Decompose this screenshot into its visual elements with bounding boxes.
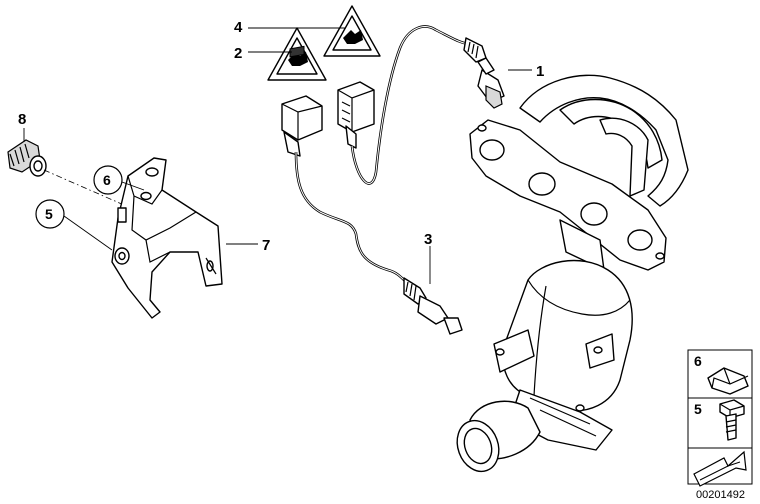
clip-part-8: [7, 139, 47, 177]
svg-text:5: 5: [45, 206, 53, 222]
bolt-icon: [719, 399, 745, 441]
warning-triangle-right: [323, 5, 381, 57]
callout-1: 1: [536, 63, 544, 80]
callout-3: 3: [424, 231, 432, 248]
connector-plug-2: [281, 45, 323, 157]
oxygen-sensor-3: [403, 277, 463, 335]
connector-plug-4: [337, 81, 375, 149]
callout-8: 8: [18, 111, 26, 128]
mounting-bracket: [7, 139, 223, 319]
exhaust-manifold: [469, 74, 689, 271]
catalytic-converter: [456, 259, 633, 473]
callout-2: 2: [234, 45, 242, 62]
legend-item-5-label: 5: [694, 401, 702, 417]
circled-callout-6: 6: [93, 165, 123, 195]
document-number: 00201492: [696, 489, 745, 501]
oxygen-sensor-1: [463, 37, 505, 109]
callout-7: 7: [262, 237, 270, 254]
arrow-icon: [693, 450, 747, 487]
callout-4: 4: [234, 19, 243, 36]
legend-item-6-label: 6: [694, 353, 702, 369]
circled-callout-5: 5: [35, 199, 65, 229]
leader-lines: [23, 27, 532, 284]
clip-nut-icon: [707, 367, 749, 395]
parts-legend: 6 5: [687, 349, 753, 487]
svg-text:6: 6: [103, 172, 111, 188]
sensor-cables: [294, 25, 471, 283]
